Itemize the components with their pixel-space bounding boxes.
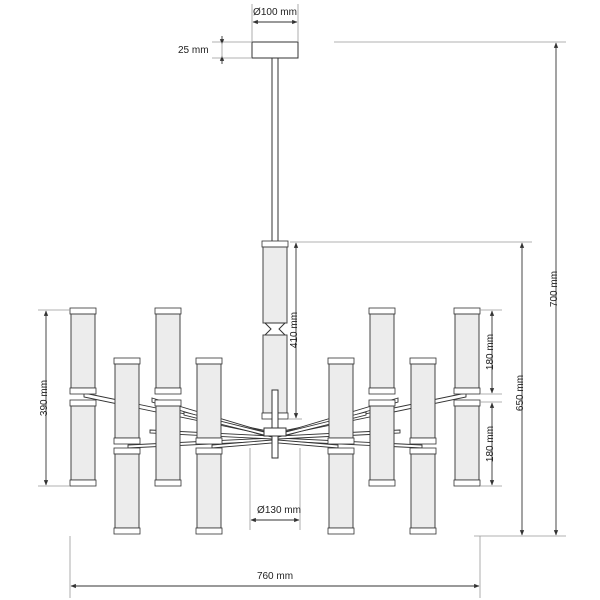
label-body-height: 650 mm xyxy=(515,375,526,411)
dim-canopy-height: 25 mm xyxy=(178,36,252,64)
label-lower-tube: 180 mm xyxy=(485,426,496,462)
label-upper-tube: 180 mm xyxy=(485,334,496,370)
label-canopy-height: 25 mm xyxy=(178,45,209,56)
dim-lower-tube: 180 mm xyxy=(480,401,502,487)
lamp-pair-right-2 xyxy=(409,357,437,535)
label-canopy-diameter: Ø100 mm xyxy=(253,7,297,18)
dim-center-column: 410 mm xyxy=(288,242,302,420)
lamp-pair-right-4 xyxy=(327,357,355,535)
dim-canopy-diameter: Ø100 mm xyxy=(251,4,299,42)
dim-upper-tube: 180 mm xyxy=(480,309,502,395)
dim-overall-width: 760 mm xyxy=(69,536,481,598)
label-overall-width: 760 mm xyxy=(257,571,293,582)
hub xyxy=(263,389,287,459)
lamp-pair-left-4 xyxy=(195,357,223,535)
suspension-rod xyxy=(271,57,279,245)
lamp-pair-right-3 xyxy=(368,307,396,487)
label-center-column: 410 mm xyxy=(289,312,300,348)
lamp-pair-left-3 xyxy=(154,307,182,487)
lamp-pair-left-2 xyxy=(113,357,141,535)
label-total-height: 700 mm xyxy=(549,271,560,307)
lamp-pair-far-right xyxy=(453,307,481,487)
label-hub-diameter: Ø130 mm xyxy=(257,505,301,516)
dim-body-height: 650 mm xyxy=(290,241,532,536)
dim-side-height: 390 mm xyxy=(38,309,70,487)
lamp-pair-far-left xyxy=(69,307,97,487)
label-side-height: 390 mm xyxy=(39,380,50,416)
canopy xyxy=(251,41,299,59)
dim-hub-diameter: Ø130 mm xyxy=(249,448,301,530)
dim-total-height: 700 mm xyxy=(334,41,566,537)
